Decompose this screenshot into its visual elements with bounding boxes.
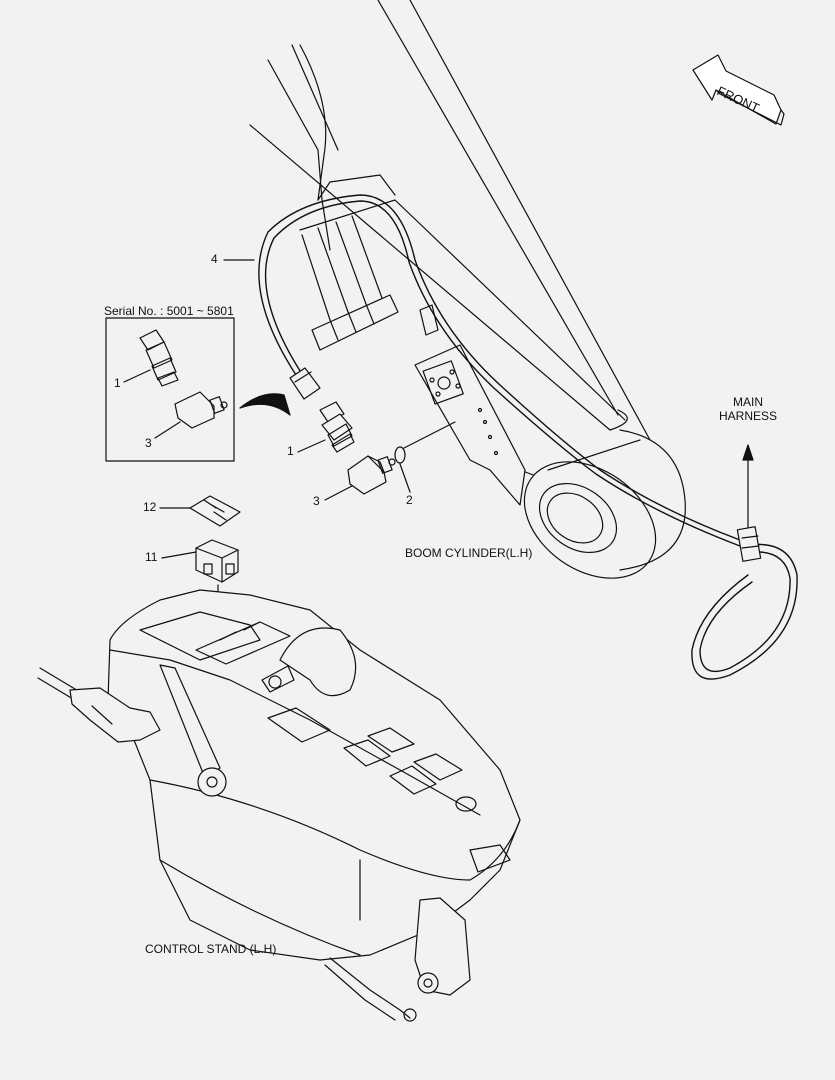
pointer-arrow-icon	[239, 393, 291, 416]
inset-elbow	[174, 391, 228, 429]
main-harness-line1: MAIN	[733, 395, 763, 409]
main-harness-line2: HARNESS	[718, 409, 777, 423]
callout-12: 12	[143, 500, 157, 514]
control-stand-label: CONTROL STAND (L.H)	[145, 942, 277, 956]
o-ring	[394, 446, 406, 464]
inset-callout-3: 3	[145, 436, 152, 450]
callout-3: 3	[313, 494, 320, 508]
rocker-switch	[195, 539, 239, 583]
elbow-fitting	[347, 455, 396, 495]
main-harness-label: MAIN HARNESS	[713, 395, 783, 423]
switch-cover	[189, 495, 241, 527]
callout-11: 11	[145, 550, 158, 564]
control-stand	[37, 589, 521, 1022]
wire-harness	[258, 194, 798, 680]
inset-pressure-switch	[139, 329, 179, 387]
pressure-switch	[319, 401, 355, 453]
inset-callout-1: 1	[114, 376, 121, 390]
callout-4: 4	[211, 252, 218, 266]
harness-plug	[289, 367, 321, 400]
boom-arm	[249, 0, 686, 579]
callout-2: 2	[406, 493, 413, 507]
boom-cylinder-label: BOOM CYLINDER(L.H)	[405, 546, 533, 560]
leader-2	[403, 421, 456, 449]
serial-inset-frame	[105, 317, 235, 462]
front-arrow-icon: FRONT	[692, 54, 785, 126]
callout-1: 1	[287, 444, 294, 458]
serial-range-label: Serial No. : 5001 ~ 5801	[104, 304, 234, 318]
